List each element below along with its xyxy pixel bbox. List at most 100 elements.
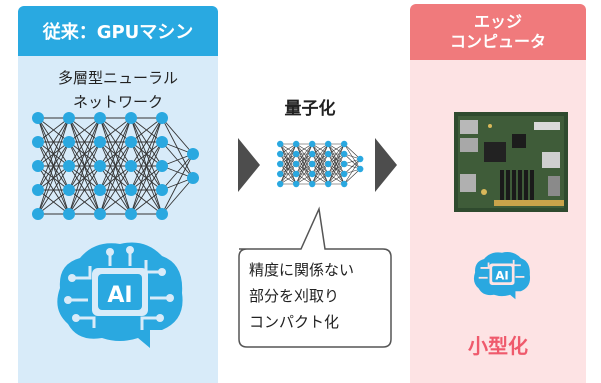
connection-line bbox=[130, 165, 163, 215]
quantization-label: 量子化 bbox=[284, 99, 336, 119]
arrow-right-icon-2 bbox=[375, 138, 397, 192]
neuron-node bbox=[125, 160, 137, 172]
neuron-node bbox=[32, 136, 44, 148]
connection-line bbox=[68, 117, 101, 143]
neuron-node bbox=[32, 160, 44, 172]
connection-line bbox=[99, 117, 132, 143]
connection-line bbox=[68, 117, 101, 191]
neuron-node bbox=[293, 170, 300, 178]
brain-ai-label: AI bbox=[107, 283, 132, 308]
right-header-line1: エッジ bbox=[473, 12, 522, 31]
connection-line bbox=[37, 117, 70, 191]
neuron-node bbox=[156, 136, 168, 148]
neuron-node bbox=[125, 136, 137, 148]
right-header: エッジ コンピュータ bbox=[410, 4, 586, 60]
neuron-node bbox=[32, 208, 44, 220]
connection-line bbox=[343, 143, 361, 160]
neuron-node bbox=[309, 170, 316, 178]
connection-line bbox=[37, 189, 70, 215]
neuron-node bbox=[309, 150, 316, 158]
small-brain-ai-label: AI bbox=[495, 269, 508, 283]
connection-line bbox=[327, 153, 345, 185]
connection-line bbox=[37, 117, 70, 167]
neuron-node bbox=[277, 180, 284, 188]
neuron-node bbox=[293, 150, 300, 158]
connection-line bbox=[327, 143, 345, 185]
connection-line bbox=[68, 117, 101, 167]
connection-line bbox=[327, 143, 345, 165]
callout-line1: 精度に関係ない bbox=[249, 261, 355, 279]
neuron-node bbox=[277, 170, 284, 178]
neuron-node bbox=[94, 208, 106, 220]
connection-line bbox=[311, 153, 329, 185]
connection-line bbox=[68, 141, 101, 215]
callout-line2: 部分を刈取り bbox=[249, 287, 340, 305]
neuron-node bbox=[325, 170, 332, 178]
small-neural-network-icon bbox=[277, 140, 364, 188]
callout-line3: コンパクト化 bbox=[249, 313, 340, 331]
connection-line bbox=[295, 143, 313, 185]
brain-ai-icon: AI bbox=[57, 242, 183, 348]
connection-line bbox=[279, 153, 297, 185]
neuron-node bbox=[94, 112, 106, 124]
connection-line bbox=[311, 143, 329, 175]
neuron-node bbox=[325, 150, 332, 158]
connection-line bbox=[311, 163, 329, 185]
neuron-node bbox=[341, 140, 348, 148]
neuron-node bbox=[125, 208, 137, 220]
connection-line bbox=[37, 117, 70, 215]
neuron-node bbox=[63, 136, 75, 148]
neuron-node bbox=[94, 136, 106, 148]
connection-line bbox=[99, 141, 132, 215]
nn-caption-line2: ネットワーク bbox=[72, 93, 163, 111]
connection-line bbox=[279, 143, 297, 165]
connection-line bbox=[311, 143, 329, 185]
connection-line bbox=[68, 117, 101, 215]
connection-line bbox=[279, 163, 297, 185]
connection-line bbox=[279, 143, 297, 185]
connection-line bbox=[279, 143, 297, 175]
neuron-node bbox=[156, 184, 168, 196]
right-header-line2: コンピュータ bbox=[449, 32, 546, 51]
neuron-node bbox=[32, 112, 44, 124]
large-neural-network-icon bbox=[32, 112, 199, 220]
neuron-node bbox=[309, 140, 316, 148]
neuron-node bbox=[341, 170, 348, 178]
connection-line bbox=[343, 158, 361, 175]
connection-line bbox=[130, 141, 163, 215]
connection-line bbox=[99, 165, 132, 215]
connection-line bbox=[311, 143, 329, 165]
small-brain-ai-icon: AI bbox=[473, 252, 531, 300]
connection-line bbox=[327, 143, 345, 175]
neuron-node bbox=[156, 208, 168, 220]
neuron-node bbox=[156, 112, 168, 124]
connection-line bbox=[37, 141, 70, 215]
neuron-node bbox=[187, 148, 199, 160]
arrow-right-icon-1 bbox=[238, 138, 260, 192]
connection-line bbox=[130, 117, 163, 143]
neuron-node bbox=[63, 112, 75, 124]
connection-line bbox=[99, 189, 132, 215]
neuron-node bbox=[125, 112, 137, 124]
neuron-node bbox=[357, 155, 364, 163]
connection-line bbox=[99, 117, 132, 215]
connection-line bbox=[130, 189, 163, 215]
connection-line bbox=[343, 158, 361, 185]
callout-bubble bbox=[238, 206, 392, 348]
left-header: 従来：GPUマシン bbox=[18, 6, 218, 56]
callout-text: 精度に関係ない 部分を刈取り コンパクト化 bbox=[249, 257, 389, 335]
connection-line bbox=[130, 117, 163, 167]
neuron-node bbox=[309, 180, 316, 188]
connection-line bbox=[295, 143, 313, 165]
neuron-node bbox=[63, 208, 75, 220]
neuron-node bbox=[32, 184, 44, 196]
neuron-node bbox=[94, 184, 106, 196]
edge-computer-board-image bbox=[454, 112, 568, 212]
neuron-node bbox=[293, 140, 300, 148]
connection-line bbox=[68, 165, 101, 215]
connection-line bbox=[161, 117, 194, 155]
connection-line bbox=[161, 177, 194, 215]
neuron-node bbox=[94, 160, 106, 172]
neuron-node bbox=[125, 184, 137, 196]
neuron-node bbox=[293, 180, 300, 188]
